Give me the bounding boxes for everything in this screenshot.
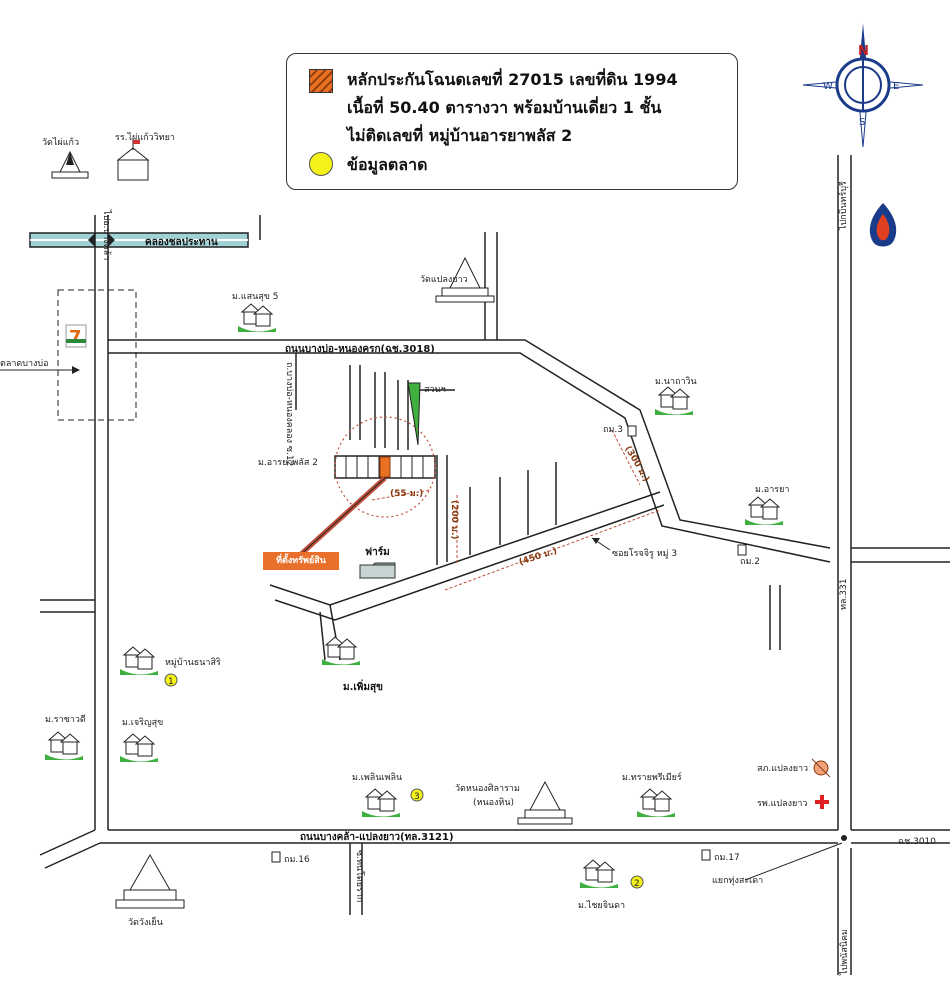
label-to-bang-kla: ไปอ.บางคล้า: [101, 209, 112, 260]
canal-arrow-left-icon: [88, 233, 95, 247]
compass-e: E: [893, 81, 899, 92]
house-icon: [580, 859, 618, 888]
temple-wat-wang-yen-icon: [115, 853, 185, 909]
junction-arrow-icon: [744, 842, 843, 881]
house-icon: [45, 731, 83, 760]
hospital-icon: [815, 795, 829, 809]
house-icon: [120, 646, 158, 675]
label-m-araya: ม.อารยา: [755, 485, 789, 495]
distance-markers: [371, 429, 661, 591]
label-d200: (200 ม.): [449, 500, 459, 540]
house-icon: [238, 303, 276, 332]
label-tower17: ถม.17: [714, 853, 740, 863]
svg-text:3: 3: [414, 792, 420, 802]
label-wat-phai-kaew: วัดไผ่แก้ว: [42, 137, 79, 148]
parcel-swatch-icon: [309, 69, 333, 93]
temple-wat-plaeng-yao-icon: [435, 256, 495, 303]
compass-n: N: [858, 44, 869, 59]
label-wat-wang-yen: วัดวังเย็น: [128, 915, 163, 928]
label-m-navawin: ม.นาถาวิน: [655, 376, 697, 387]
house-icon: [637, 788, 675, 817]
canal-arrow-right-icon: [108, 233, 115, 247]
label-side-road: ถ.บางบ่อ-หนองคลอง ซ.12: [284, 362, 294, 466]
label-hospital: รพ.แปลงยาว: [757, 799, 807, 809]
farm-building: [358, 562, 396, 579]
label-m-charoensuk: ม.เจริญสุข: [122, 717, 163, 728]
house-icon: [745, 496, 783, 525]
compass-s: S: [859, 117, 865, 128]
house-icon: [120, 733, 158, 762]
label-m-phoemsuk: ม.เพิ่มสุข: [343, 679, 383, 693]
label-tower3: ถม.3: [603, 425, 623, 435]
label-m-plernploen: ม.เพลินเพลิน: [352, 772, 402, 783]
compass-rose-icon: N S E W: [802, 23, 924, 148]
label-m-araya-plus2: ม.อารยาพลัส 2: [258, 458, 318, 468]
svg-text:2: 2: [634, 879, 640, 889]
market-arrow-icon: [0, 366, 80, 374]
parcel-location-label: ที่ตั้งทรัพย์สิน: [263, 552, 339, 570]
compass-w: W: [823, 81, 833, 92]
label-m-sapphire: ม.ทรายพรีเมียร์: [622, 771, 682, 783]
legend-box: หลักประกันโฉนดเลขที่ 27015 เลขที่ดิน 199…: [286, 53, 738, 190]
svg-text:7: 7: [69, 327, 82, 348]
tower-icon: [701, 849, 711, 861]
label-m-thanasiri: หมู่บ้านธนาสิริ: [165, 657, 221, 668]
house-icon: [655, 386, 693, 415]
legend-line1: หลักประกันโฉนดเลขที่ 27015 เลขที่ดิน 199…: [347, 70, 678, 89]
label-canal: คลองชลประทาน: [145, 236, 218, 248]
ptt-logo-icon: [869, 203, 897, 247]
canal: [29, 232, 249, 248]
label-m-saensuk5: ม.แสนสุข 5: [232, 292, 278, 302]
soi-arrow-icon: [591, 537, 611, 551]
label-school: รร.ไผ่แก้ววิทยา: [115, 132, 175, 143]
araya-plus-lots: [298, 382, 436, 557]
house-icon: [362, 788, 400, 817]
label-main-road: ถนนบางบ่อ-หนองครก(ฉช.3018): [285, 343, 435, 355]
label-tower16: ถม.16: [284, 855, 310, 865]
label-soi-vert: ซ.ทนโดยราก: [354, 850, 365, 902]
house-icon: [322, 636, 360, 665]
school-icon: [116, 140, 150, 181]
seven-eleven-icon: 7: [65, 324, 87, 348]
tower-icon: [271, 851, 281, 863]
legend-line3: ไม่ติดเลขที่ หมู่บ้านอารยาพลัส 2: [347, 126, 573, 145]
legend-line2: เนื้อที่ 50.40 ตารางวา พร้อมบ้านเดี่ยว 1…: [347, 98, 662, 117]
housing-icons: [45, 303, 783, 888]
temple-wat-phai-kaew-icon: [51, 150, 89, 179]
label-to-phanom: ไปกบินทร์บุรี: [837, 181, 849, 231]
temple-wat-nong-hin-icon: [517, 780, 573, 825]
legend-line4: ข้อมูลตลาด: [347, 155, 428, 174]
label-park: สวนฯ: [424, 385, 446, 395]
label-wat-plaeng-yao: วัดแปลงยาว: [420, 275, 468, 285]
market-dot-icon: [309, 152, 333, 176]
road-network: [39, 155, 950, 975]
label-chach3010: ฉช.3010: [898, 837, 936, 847]
label-market-bang-bo: ตลาดบางบ่อ: [0, 359, 49, 369]
svg-text:1: 1: [168, 677, 174, 687]
label-hw331: ทล.331: [839, 579, 849, 611]
label-junction: แยกทุ่งสะเดา: [712, 876, 763, 886]
label-farm: ฟาร์ม: [365, 546, 390, 558]
label-police: สภ.แปลงยาว: [757, 764, 808, 774]
label-m-ratchawadee: ม.ราชาวดี: [45, 714, 86, 725]
tower-icons: [271, 425, 747, 863]
map-labels: วัดไผ่แก้ว รร.ไผ่แก้ววิทยา ไปอ.บางคล้า ค…: [0, 132, 936, 976]
market-area-box: [57, 289, 137, 421]
police-icon: [811, 758, 831, 778]
market-data-marker-3: 3: [410, 788, 424, 802]
label-tower2: ถม.2: [740, 557, 760, 567]
label-d55: (55 ม.): [390, 489, 423, 499]
label-wat-nong-hin-1: วัดหนองศิลาราม: [455, 783, 520, 794]
tower-icon: [737, 544, 747, 556]
label-soi: ซอยโรจจิรู หมู่ 3: [612, 548, 677, 559]
label-to-phanat: ไปพนัสนิคม: [839, 929, 850, 976]
label-wat-nong-hin-2: (หนองหิน): [473, 797, 514, 808]
label-road-bottom: ถนนบางคล้า-แปลงยาว(ทล.3121): [300, 831, 454, 843]
market-data-marker-1: 1: [164, 673, 178, 687]
market-data-marker-2: 2: [630, 875, 644, 889]
label-m-chaiwit: ม.ไชยจินดา: [578, 900, 625, 911]
junction-dot: [841, 835, 847, 841]
tower-icon: [627, 425, 637, 437]
